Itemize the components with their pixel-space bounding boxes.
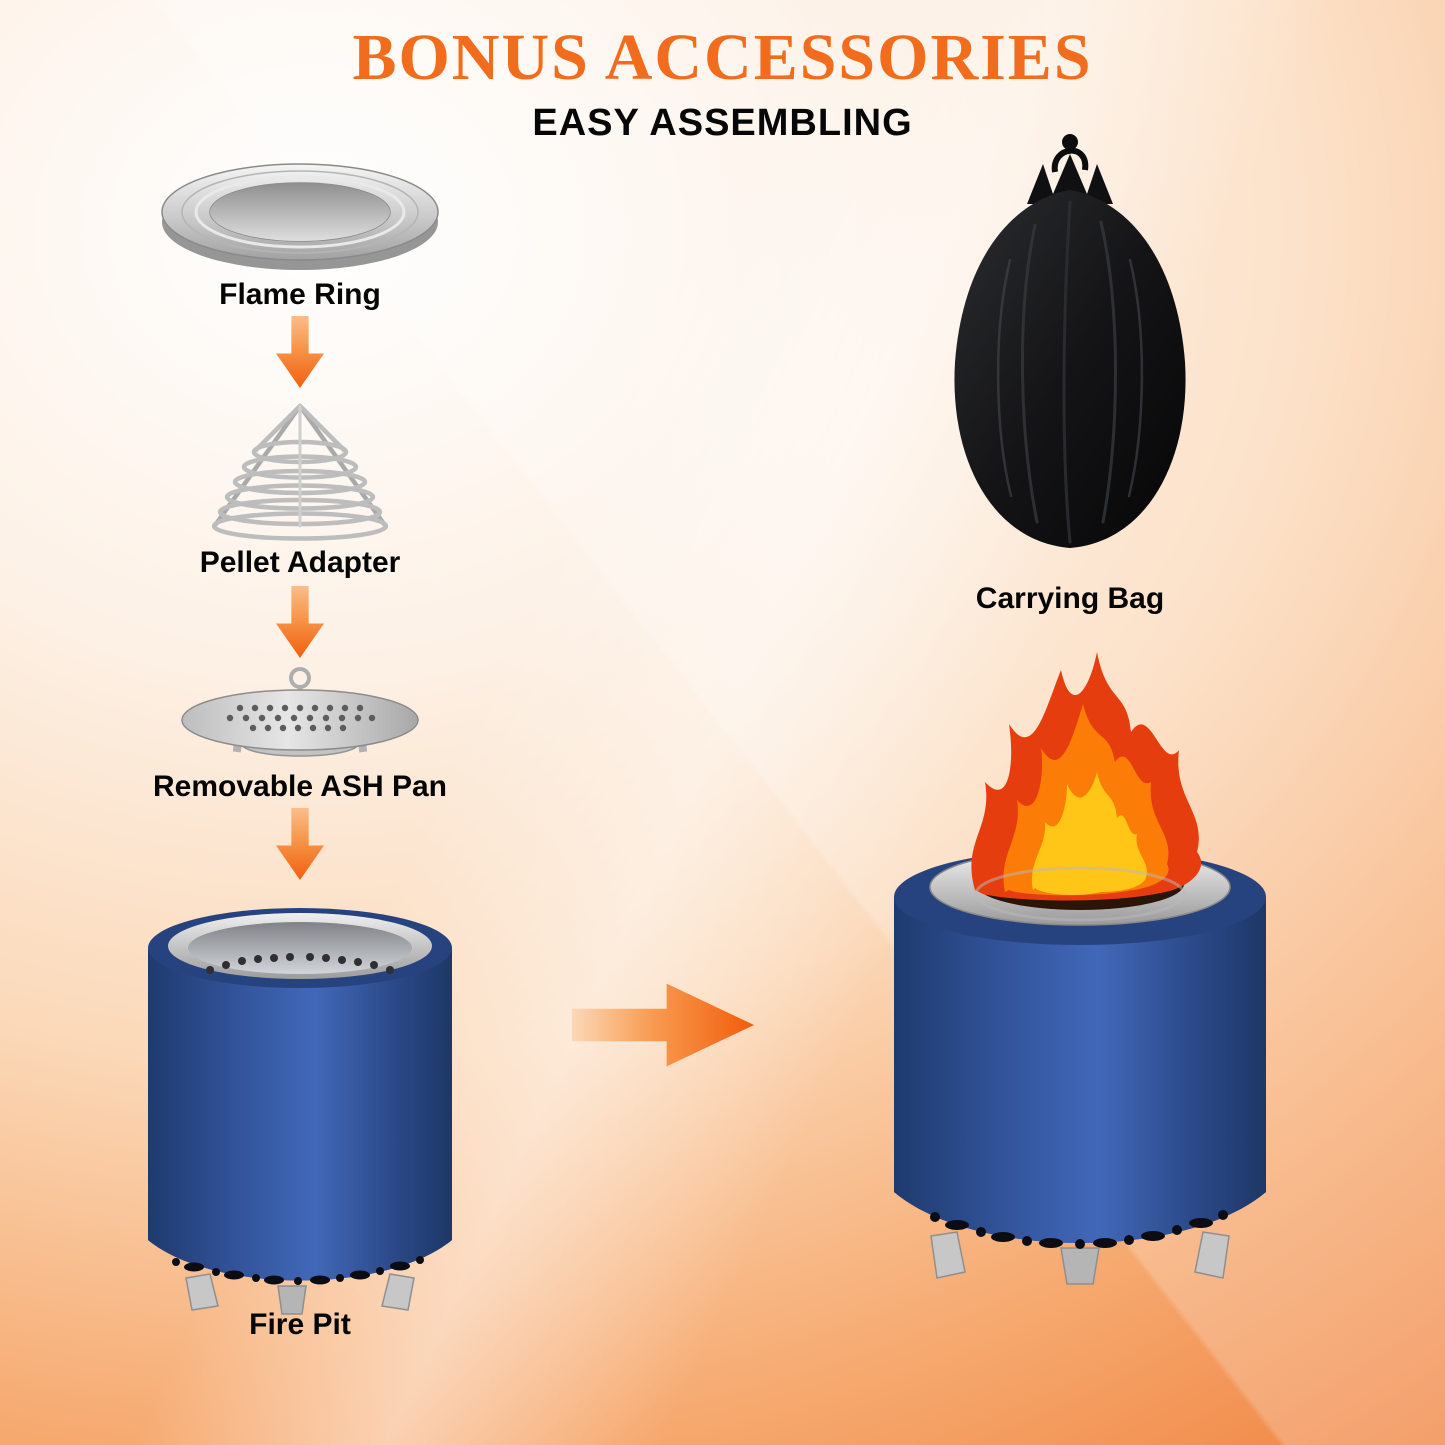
flame-ring-illustration <box>150 158 450 280</box>
ash-pan-illustration <box>168 658 432 770</box>
right-arrow-icon <box>572 983 754 1067</box>
ash-pan-icon <box>181 667 419 757</box>
assembled-fire-pit-icon <box>894 652 1266 1285</box>
fire-pit-illustration <box>128 890 472 1320</box>
pellet-adapter-illustration <box>190 394 410 544</box>
flames-icon <box>971 652 1202 901</box>
ash-pan-label: Removable ASH Pan <box>153 770 447 803</box>
carrying-bag-label: Carrying Bag <box>975 582 1165 615</box>
fire-pit-label: Fire Pit <box>249 1308 351 1341</box>
flame-ring-label: Flame Ring <box>219 278 381 311</box>
carrying-bag-illustration <box>915 130 1225 580</box>
page-title: BONUS ACCESSORIES <box>352 21 1093 94</box>
pellet-adapter-label: Pellet Adapter <box>199 546 401 579</box>
pellet-adapter-icon <box>211 403 389 541</box>
assembled-fire-pit-illustration <box>865 632 1295 1302</box>
flame-ring-icon <box>161 163 439 270</box>
page-subtitle: EASY ASSEMBLING <box>532 102 913 144</box>
down-arrow-icon <box>276 586 324 658</box>
carrying-bag-icon <box>954 134 1186 548</box>
down-arrow-icon <box>276 808 324 880</box>
fire-pit-icon <box>148 908 452 1315</box>
down-arrow-icon <box>276 316 324 388</box>
